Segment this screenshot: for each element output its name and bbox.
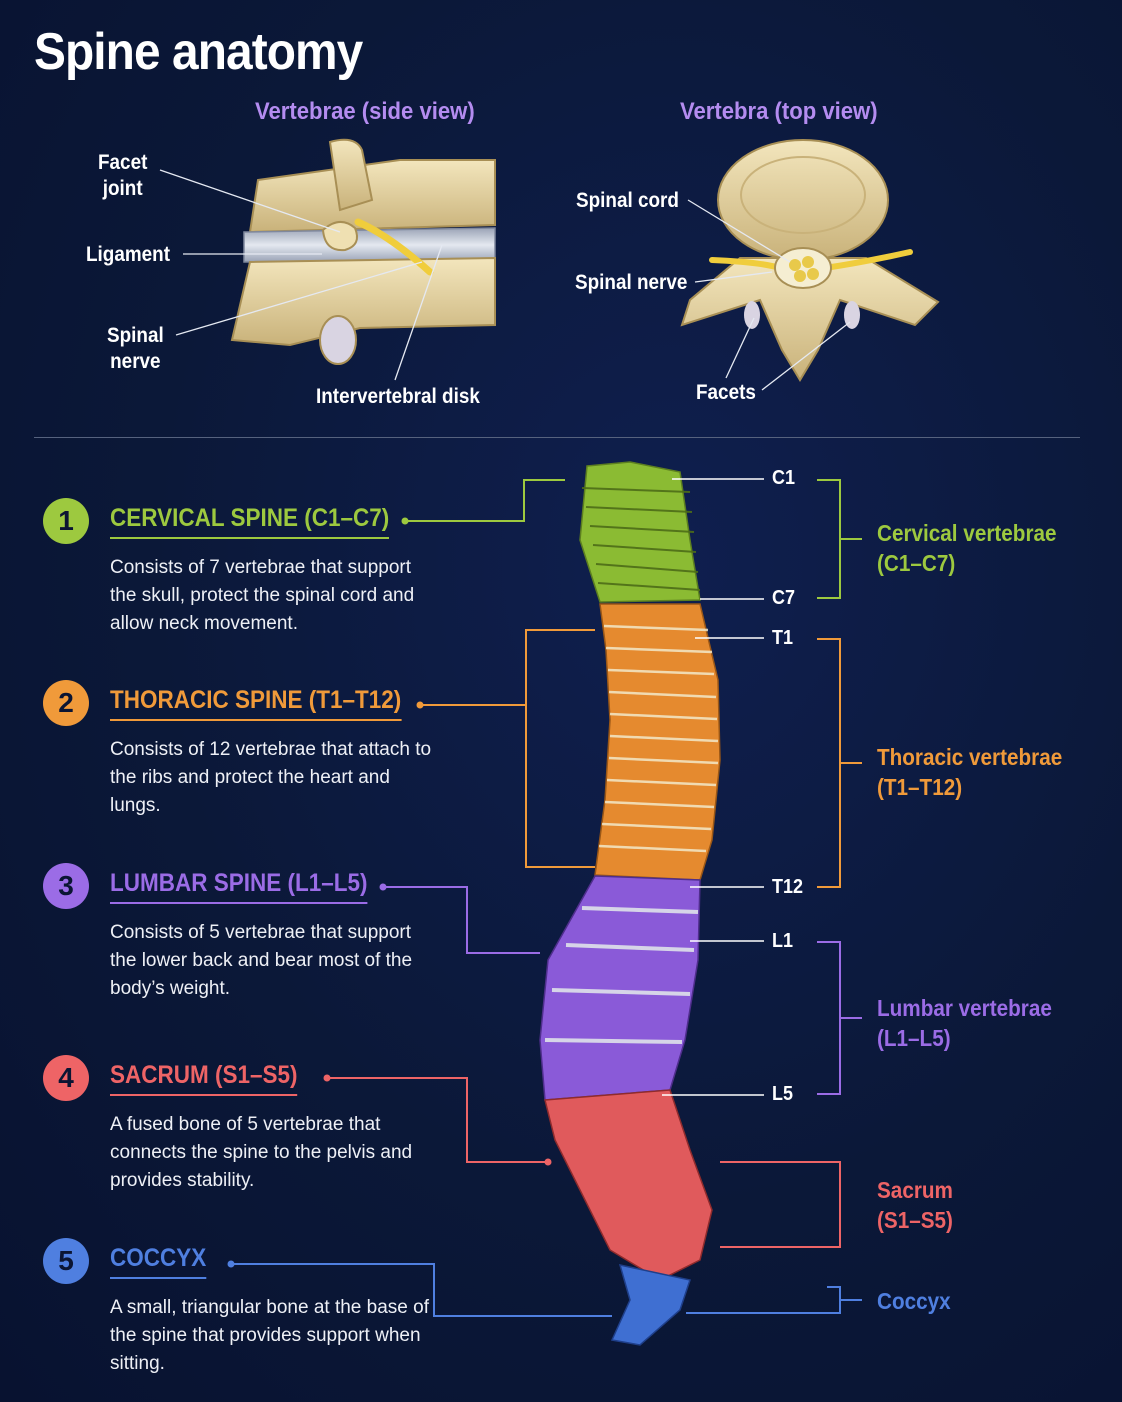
l1-label: L1 <box>772 930 794 952</box>
section-connectors <box>227 479 612 1317</box>
c7-label: C7 <box>772 587 796 609</box>
top-view-vertebra <box>680 139 940 382</box>
cervical-region-label: Cervical vertebrae (C1–C7) <box>877 520 1057 576</box>
l5-label: L5 <box>772 1083 794 1105</box>
facets-label: Facets <box>696 381 756 404</box>
top-leader-lines <box>159 169 851 391</box>
number-badge: 4 <box>43 1055 89 1101</box>
number-badge: 1 <box>43 498 89 544</box>
c1-label: C1 <box>772 467 796 489</box>
t1-label: T1 <box>772 627 794 649</box>
section-divider <box>34 437 1080 438</box>
lumbar-region-label: Lumbar vertebrae (L1–L5) <box>877 995 1052 1051</box>
number-badge: 3 <box>43 863 89 909</box>
section-description: Consists of 12 vertebrae that attach to … <box>110 739 432 816</box>
t12-label: T12 <box>772 876 804 898</box>
coccyx-region-label: Coccyx <box>877 1288 951 1314</box>
section-description: A fused bone of 5 vertebrae that connect… <box>110 1114 413 1191</box>
region-brackets <box>686 479 862 1314</box>
section-title: COCCYX <box>110 1244 207 1279</box>
facet-joint-text: Facet joint <box>98 151 148 200</box>
side-view-vertebrae <box>230 138 496 365</box>
ligament-label: Ligament <box>86 243 171 266</box>
intervertebral-disk-label: Intervertebral disk <box>316 385 480 408</box>
section-description: Consists of 7 vertebrae that support the… <box>110 557 415 634</box>
top-spinal-nerve-label: Spinal nerve <box>575 271 688 294</box>
section-description: Consists of 5 vertebrae that support the… <box>110 922 413 999</box>
top-view-title: Vertebra (top view) <box>680 98 878 125</box>
page-title: Spine anatomy <box>34 23 363 81</box>
spinal-cord-label: Spinal cord <box>576 189 679 212</box>
facet-joint-label: Facet joint <box>98 150 147 202</box>
section-title: LUMBAR SPINE (L1–L5) <box>110 869 368 904</box>
section-description: A small, triangular bone at the base of … <box>110 1297 429 1374</box>
section-title: CERVICAL SPINE (C1–C7) <box>110 504 390 539</box>
thoracic-region-label: Thoracic vertebrae (T1–T12) <box>877 744 1063 800</box>
sacrum-region-label: Sacrum (S1–S5) <box>877 1177 953 1233</box>
spine-column <box>539 461 721 1346</box>
vertebra-tick-lines <box>662 478 764 1096</box>
section-title: THORACIC SPINE (T1–T12) <box>110 686 402 721</box>
side-view-title: Vertebrae (side view) <box>255 98 475 125</box>
section-title: SACRUM (S1–S5) <box>110 1061 298 1096</box>
number-badge: 2 <box>43 680 89 726</box>
side-spinal-nerve-label: Spinal nerve <box>107 324 164 373</box>
number-badge: 5 <box>43 1238 89 1284</box>
